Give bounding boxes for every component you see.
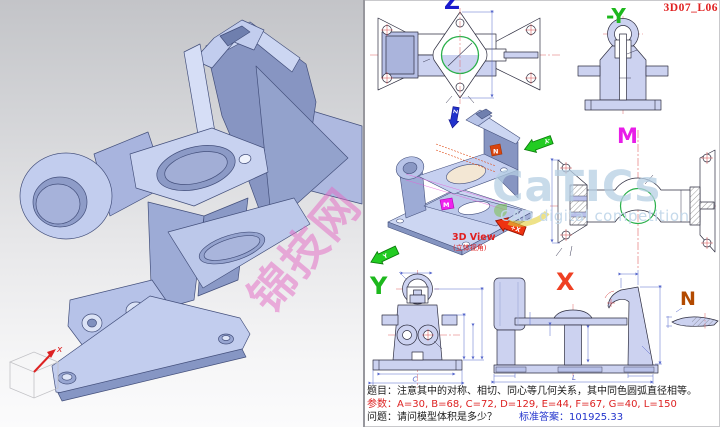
answer-value: 101925.33 xyxy=(569,412,624,423)
n-view-label: N xyxy=(680,288,696,310)
cad-model-3d: x xyxy=(8,19,363,402)
parameters-values: A=30, B=68, C=72, D=129, E=44, F=67, G=4… xyxy=(397,399,677,410)
n-section-flag: N xyxy=(489,143,503,157)
exercise-code: 3D07_L06 xyxy=(663,2,718,14)
x-dim-label: L xyxy=(572,374,576,382)
z-view-drawing xyxy=(370,8,560,104)
axis-x-label: x xyxy=(56,345,63,355)
svg-text:-Y: -Y xyxy=(542,136,551,145)
x-view-label: X xyxy=(556,268,575,296)
question-label: 题目： xyxy=(367,386,397,397)
axis-triad xyxy=(8,351,60,399)
problem-text-block: 题目：注意其中的对称、相切、同心等几何关系，其中同色圆弧直径相等。 参数：A=3… xyxy=(367,385,717,424)
ask-label: 问题： xyxy=(367,412,397,423)
ask-text: 请问模型体积是多少？ xyxy=(397,412,497,423)
y-direction-arrow: Y xyxy=(370,245,400,265)
y-view-label: Y xyxy=(370,272,388,300)
m-view-label: M xyxy=(617,124,638,148)
axis-x-arrow: x xyxy=(33,345,63,373)
negy-direction-arrow: -Y xyxy=(523,135,554,153)
negy-view-label: -Y xyxy=(606,4,626,28)
svg-text:M: M xyxy=(443,201,449,209)
answer-label: 标准答案： xyxy=(519,412,569,423)
negy-view-drawing xyxy=(577,16,669,114)
question-line: 题目：注意其中的对称、相切、同心等几何关系，其中同色圆弧直径相等。 xyxy=(367,385,717,398)
question-text: 注意其中的对称、相切、同心等几何关系，其中同色圆弧直径相等。 xyxy=(397,386,697,397)
z-direction-arrow: Z xyxy=(448,106,460,129)
answer-line: 问题：请问模型体积是多少？ 标准答案：101925.33 xyxy=(367,411,717,424)
threed-view-caption: 3D View xyxy=(452,232,496,243)
x-direction-arrow: +X xyxy=(494,217,527,237)
parameters-label: 参数： xyxy=(367,399,397,410)
n-view-drawing xyxy=(666,307,719,330)
svg-text:Z: Z xyxy=(451,109,458,114)
parameters-line: 参数：A=30, B=68, C=72, D=129, E=44, F=67, … xyxy=(367,398,717,411)
svg-text:N: N xyxy=(493,148,498,156)
y-view-drawing: C xyxy=(368,270,484,388)
threed-view-subcaption: (立体视角) xyxy=(453,243,487,252)
z-view-label: Z xyxy=(444,0,460,15)
svg-text:Y: Y xyxy=(381,252,389,261)
m-green-circle xyxy=(619,187,657,225)
m-section-flag: M xyxy=(439,197,455,211)
svg-text:+X: +X xyxy=(509,224,521,234)
y-dim-label: C xyxy=(413,376,418,384)
threed-view-drawing: Z -Y Y +X N M 3D View (立体视角) xyxy=(370,106,554,265)
m-view-drawing xyxy=(550,130,718,268)
model-gusset-face xyxy=(255,65,349,227)
x-view-drawing: L xyxy=(491,270,662,384)
